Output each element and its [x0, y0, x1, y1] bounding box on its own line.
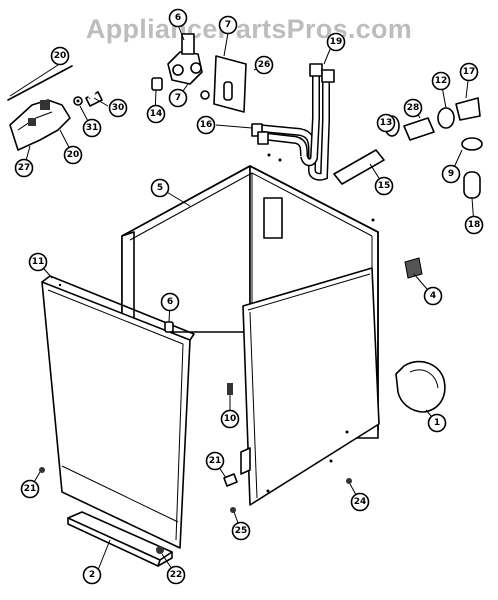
- svg-text:25: 25: [235, 526, 248, 536]
- callout-17: 17: [459, 62, 479, 82]
- callout-31: 31: [82, 118, 102, 138]
- svg-text:15: 15: [378, 181, 391, 191]
- callout-27: 27: [14, 158, 34, 178]
- callout-26: 26: [254, 55, 274, 75]
- svg-text:31: 31: [86, 123, 99, 133]
- callout-28: 28: [403, 98, 423, 118]
- svg-text:20: 20: [67, 150, 80, 160]
- svg-text:2: 2: [89, 570, 95, 580]
- svg-text:5: 5: [157, 183, 163, 193]
- svg-text:24: 24: [354, 497, 367, 507]
- svg-text:6: 6: [167, 297, 173, 307]
- svg-text:16: 16: [200, 120, 213, 130]
- svg-text:1: 1: [434, 418, 440, 428]
- callout-24: 24: [350, 492, 370, 512]
- watermark: AppliancePartsPros.com: [85, 14, 413, 44]
- callout-20b: 20: [63, 145, 83, 165]
- svg-text:10: 10: [224, 414, 237, 424]
- callout-18: 18: [464, 215, 484, 235]
- svg-text:27: 27: [18, 163, 31, 173]
- toe-plate: [67, 511, 173, 567]
- callout-6b: 6: [160, 292, 180, 312]
- drain-parts: [333, 97, 483, 199]
- callout-30: 30: [108, 98, 128, 118]
- svg-text:22: 22: [170, 570, 183, 580]
- svg-text:30: 30: [112, 103, 125, 113]
- svg-text:12: 12: [435, 76, 448, 86]
- callout-11: 11: [28, 252, 48, 272]
- callout-25: 25: [231, 521, 251, 541]
- svg-text:18: 18: [468, 220, 481, 230]
- callout-19: 19: [326, 32, 346, 52]
- callout-21b: 21: [205, 451, 225, 471]
- svg-text:20: 20: [54, 51, 67, 61]
- callout-10: 10: [220, 409, 240, 429]
- small-clip: [227, 383, 233, 395]
- svg-text:21: 21: [209, 456, 222, 466]
- callout-6a: 6: [168, 8, 188, 28]
- svg-text:14: 14: [150, 109, 163, 119]
- callout-14: 14: [146, 104, 166, 124]
- pad-part: [404, 257, 423, 279]
- callout-1: 1: [427, 413, 447, 433]
- callout-4: 4: [423, 286, 443, 306]
- svg-text:9: 9: [448, 169, 454, 179]
- svg-text:19: 19: [330, 37, 343, 47]
- front-panel: [41, 275, 195, 549]
- callout-22: 22: [166, 565, 186, 585]
- callout-5: 5: [150, 178, 170, 198]
- clip-part: [164, 321, 174, 333]
- callout-2: 2: [82, 565, 102, 585]
- side-panel: [240, 267, 380, 506]
- callout-21a: 21: [20, 479, 40, 499]
- svg-text:21: 21: [24, 484, 37, 494]
- callout-7b: 7: [168, 88, 188, 108]
- callout-7a: 7: [218, 15, 238, 35]
- callout-12: 12: [431, 71, 451, 91]
- svg-text:4: 4: [430, 291, 436, 301]
- screw-parts: [39, 467, 352, 554]
- svg-text:26: 26: [258, 60, 271, 70]
- inlet-hoses: [251, 63, 335, 181]
- access-cover: [395, 360, 446, 413]
- control-bracket: [7, 65, 103, 151]
- callout-20a: 20: [50, 46, 70, 66]
- svg-text:13: 13: [380, 118, 393, 128]
- svg-text:28: 28: [407, 103, 420, 113]
- callout-9: 9: [441, 164, 461, 184]
- callout-13: 13: [376, 113, 396, 133]
- svg-text:7: 7: [225, 20, 231, 30]
- svg-text:17: 17: [463, 67, 476, 77]
- callout-16: 16: [196, 115, 216, 135]
- water-valve: [167, 33, 247, 113]
- svg-text:7: 7: [175, 93, 181, 103]
- svg-text:11: 11: [32, 257, 45, 267]
- fill-hose: [88, 40, 163, 100]
- svg-text:6: 6: [175, 13, 181, 23]
- callout-15: 15: [374, 176, 394, 196]
